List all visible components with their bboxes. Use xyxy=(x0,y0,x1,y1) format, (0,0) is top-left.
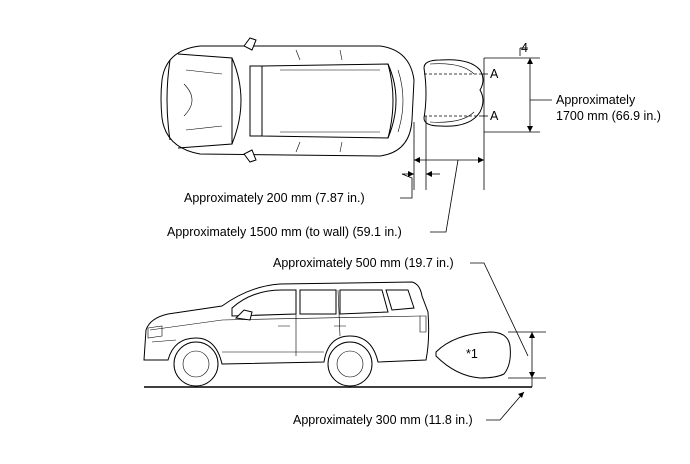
top-dimensions xyxy=(400,47,552,233)
width-label-line1: Approximately xyxy=(556,93,636,107)
beam-target-side xyxy=(435,331,511,379)
offset-200-label: Approximately 200 mm (7.87 in.) xyxy=(184,191,365,205)
height-500-label: Approximately 500 mm (19.7 in.) xyxy=(273,256,454,270)
vehicle-top-view xyxy=(160,37,415,163)
vehicle-side-view xyxy=(143,281,430,387)
beam-pattern-top xyxy=(423,59,484,127)
marker-a-bottom: A xyxy=(490,109,499,123)
distance-1500-label: Approximately 1500 mm (to wall) (59.1 in… xyxy=(167,225,402,239)
height-300-label: Approximately 300 mm (11.8 in.) xyxy=(293,413,473,427)
target-mark-label: *1 xyxy=(466,347,478,361)
marker-a-top: A xyxy=(490,67,499,81)
width-label-line2: 1700 mm (66.9 in.) xyxy=(556,109,661,123)
reference-number: 4 xyxy=(521,41,528,55)
side-dimensions xyxy=(470,262,546,421)
